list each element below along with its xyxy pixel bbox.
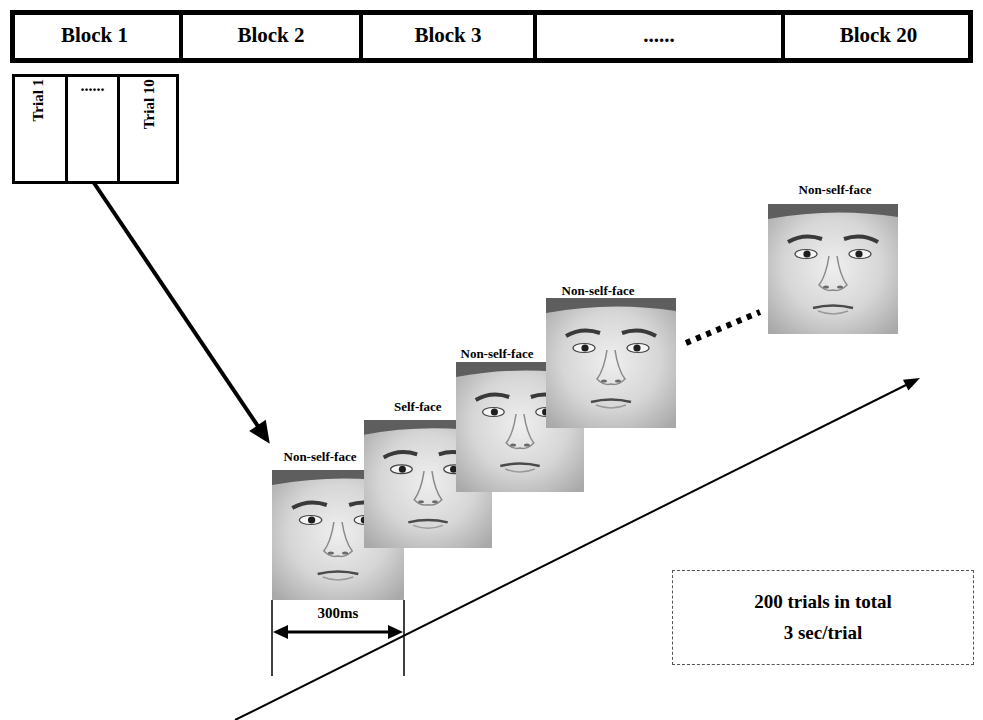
cell-label: ...... [81, 77, 105, 95]
trial-cell: Trial 10 [120, 74, 178, 183]
face-photo [546, 298, 676, 428]
duration-label: 300ms [318, 605, 359, 622]
face-label: Non-self-face [562, 283, 635, 298]
face-stimulus: Non-self-face [546, 281, 676, 428]
summary-box: 200 trials in total 3 sec/trial [672, 570, 974, 665]
block-bar-outline [13, 13, 971, 61]
block-cell: Block 2 [183, 10, 363, 62]
cell-label: Trial 10 [141, 79, 158, 129]
face-label: Non-self-face [284, 449, 357, 464]
block-cell: Block 3 [363, 10, 537, 62]
trial-cell: ...... [68, 74, 120, 183]
trial-table-outline [14, 76, 178, 183]
dimension-arrowhead [273, 625, 288, 639]
summary-text: 200 trials in total [754, 592, 892, 613]
cell-label: ...... [643, 24, 675, 47]
ellipsis-dots [686, 312, 760, 343]
zoom-arrow [94, 183, 259, 427]
face-photo [768, 204, 898, 334]
connector-group [94, 183, 270, 444]
face-stimulus: Self-face [364, 397, 492, 548]
label-holder: 300ms [272, 604, 404, 622]
face-stimulus: Non-self-face [272, 447, 404, 600]
dimension-tick [403, 600, 405, 676]
cell-label: Trial 1 [30, 79, 47, 122]
summary-text: 3 sec/trial [784, 623, 863, 644]
block-cell: ...... [537, 10, 785, 62]
face-label: Non-self-face [461, 346, 534, 361]
dimension-arrow [284, 631, 392, 634]
block-cell: Block 20 [785, 10, 972, 62]
face-label: Non-self-face [799, 182, 872, 197]
trial-cell: Trial 1 [12, 74, 68, 183]
dimension-arrowhead [388, 625, 403, 639]
face-stimulus: Non-self-face [768, 180, 898, 334]
dimension-tick [271, 600, 273, 676]
arrowhead [249, 420, 270, 444]
time-axis-head [903, 378, 920, 391]
cell-label: Block 20 [840, 24, 918, 47]
cell-label: Block 2 [237, 24, 304, 47]
cell-label: Block 1 [61, 24, 128, 47]
cell-label: Block 3 [414, 24, 481, 47]
face-stimulus: Non-self-face [456, 344, 584, 492]
block-cell: Block 1 [10, 10, 183, 62]
face-label: Self-face [394, 399, 442, 414]
